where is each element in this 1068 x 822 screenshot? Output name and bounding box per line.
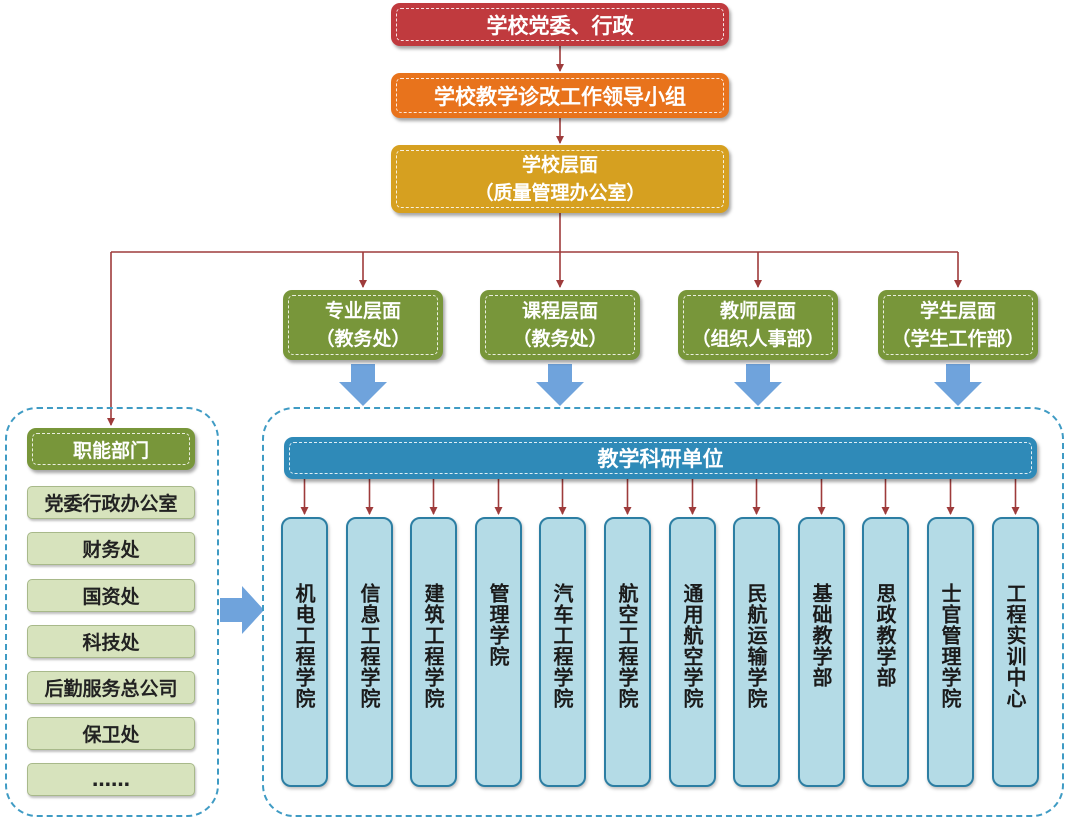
- teaching-units-header: 教学科研单位: [284, 437, 1037, 479]
- level-box-teacher: 教师层面 （组织人事部）: [678, 290, 838, 360]
- party-committee-box: 学校党委、行政: [391, 3, 729, 46]
- block-arrow-down-4: [934, 364, 982, 406]
- college-label: 基础教学部: [809, 583, 833, 688]
- block-arrow-down-3: [734, 364, 782, 406]
- level-label-student: 学生层面 （学生工作部）: [891, 297, 1024, 353]
- level-course-line1: 课程层面: [521, 300, 598, 322]
- level-major-line1: 专业层面: [324, 300, 401, 322]
- level-label-teacher: 教师层面 （组织人事部）: [691, 297, 824, 353]
- college-label: 建筑工程学院: [421, 583, 445, 709]
- level-major-line2: （教务处）: [315, 328, 411, 350]
- party-committee-label: 学校党委、行政: [486, 13, 634, 38]
- school-level-box: 学校层面 （质量管理办公室）: [391, 145, 729, 213]
- school-level-line2: （质量管理办公室）: [474, 182, 646, 204]
- level-label-major: 专业层面 （教务处）: [315, 297, 410, 353]
- functional-item: 财务处: [27, 532, 195, 565]
- level-student-line1: 学生层面: [919, 300, 996, 322]
- functional-item: 保卫处: [27, 717, 195, 750]
- functional-item: 党委行政办公室: [27, 486, 195, 519]
- level-teacher-line2: （组织人事部）: [691, 328, 825, 350]
- college-label: 航空工程学院: [615, 583, 639, 709]
- college-box: 机电工程学院: [281, 517, 328, 787]
- college-box: 思政教学部: [862, 517, 909, 787]
- level-student-line2: （学生工作部）: [891, 328, 1025, 350]
- teaching-units-panel: [262, 407, 1064, 817]
- block-arrow-down-1: [339, 364, 387, 406]
- college-label: 信息工程学院: [357, 583, 381, 709]
- functional-panel: [5, 407, 219, 817]
- level-box-student: 学生层面 （学生工作部）: [878, 290, 1038, 360]
- college-label: 工程实训中心: [1003, 583, 1027, 709]
- block-arrow-down-2: [536, 364, 584, 406]
- level-course-line2: （教务处）: [512, 328, 608, 350]
- leading-group-label: 学校教学诊改工作领导小组: [434, 84, 686, 109]
- college-label: 民航运输学院: [744, 583, 768, 709]
- college-label: 思政教学部: [873, 583, 897, 688]
- college-box: 工程实训中心: [992, 517, 1039, 787]
- functional-item: 国资处: [27, 579, 195, 612]
- college-label: 士官管理学院: [938, 583, 962, 709]
- functional-item: 科技处: [27, 625, 195, 658]
- functional-header: 职能部门: [27, 428, 195, 470]
- college-label: 管理学院: [486, 583, 510, 667]
- college-box: 基础教学部: [798, 517, 845, 787]
- college-box: 航空工程学院: [604, 517, 651, 787]
- functional-item: 后勤服务总公司: [27, 671, 195, 704]
- school-level-label: 学校层面 （质量管理办公室）: [474, 151, 645, 207]
- college-box: 建筑工程学院: [410, 517, 457, 787]
- college-box: 管理学院: [475, 517, 522, 787]
- level-label-course: 课程层面 （教务处）: [512, 297, 607, 353]
- college-box: 通用航空学院: [669, 517, 716, 787]
- college-box: 士官管理学院: [927, 517, 974, 787]
- leading-group-box: 学校教学诊改工作领导小组: [391, 73, 729, 118]
- level-box-course: 课程层面 （教务处）: [480, 290, 640, 360]
- level-teacher-line1: 教师层面: [719, 300, 796, 322]
- college-box: 信息工程学院: [346, 517, 393, 787]
- college-label: 机电工程学院: [292, 583, 316, 709]
- college-box: 民航运输学院: [733, 517, 780, 787]
- teaching-units-title: 教学科研单位: [597, 447, 724, 471]
- college-label: 汽车工程学院: [550, 583, 574, 709]
- college-label: 通用航空学院: [680, 583, 704, 709]
- functional-item: ……: [27, 763, 195, 796]
- functional-title: 职能部门: [72, 439, 149, 462]
- school-level-line1: 学校层面: [521, 154, 598, 176]
- college-box: 汽车工程学院: [539, 517, 586, 787]
- level-box-major: 专业层面 （教务处）: [283, 290, 443, 360]
- block-arrow-right: [220, 586, 264, 634]
